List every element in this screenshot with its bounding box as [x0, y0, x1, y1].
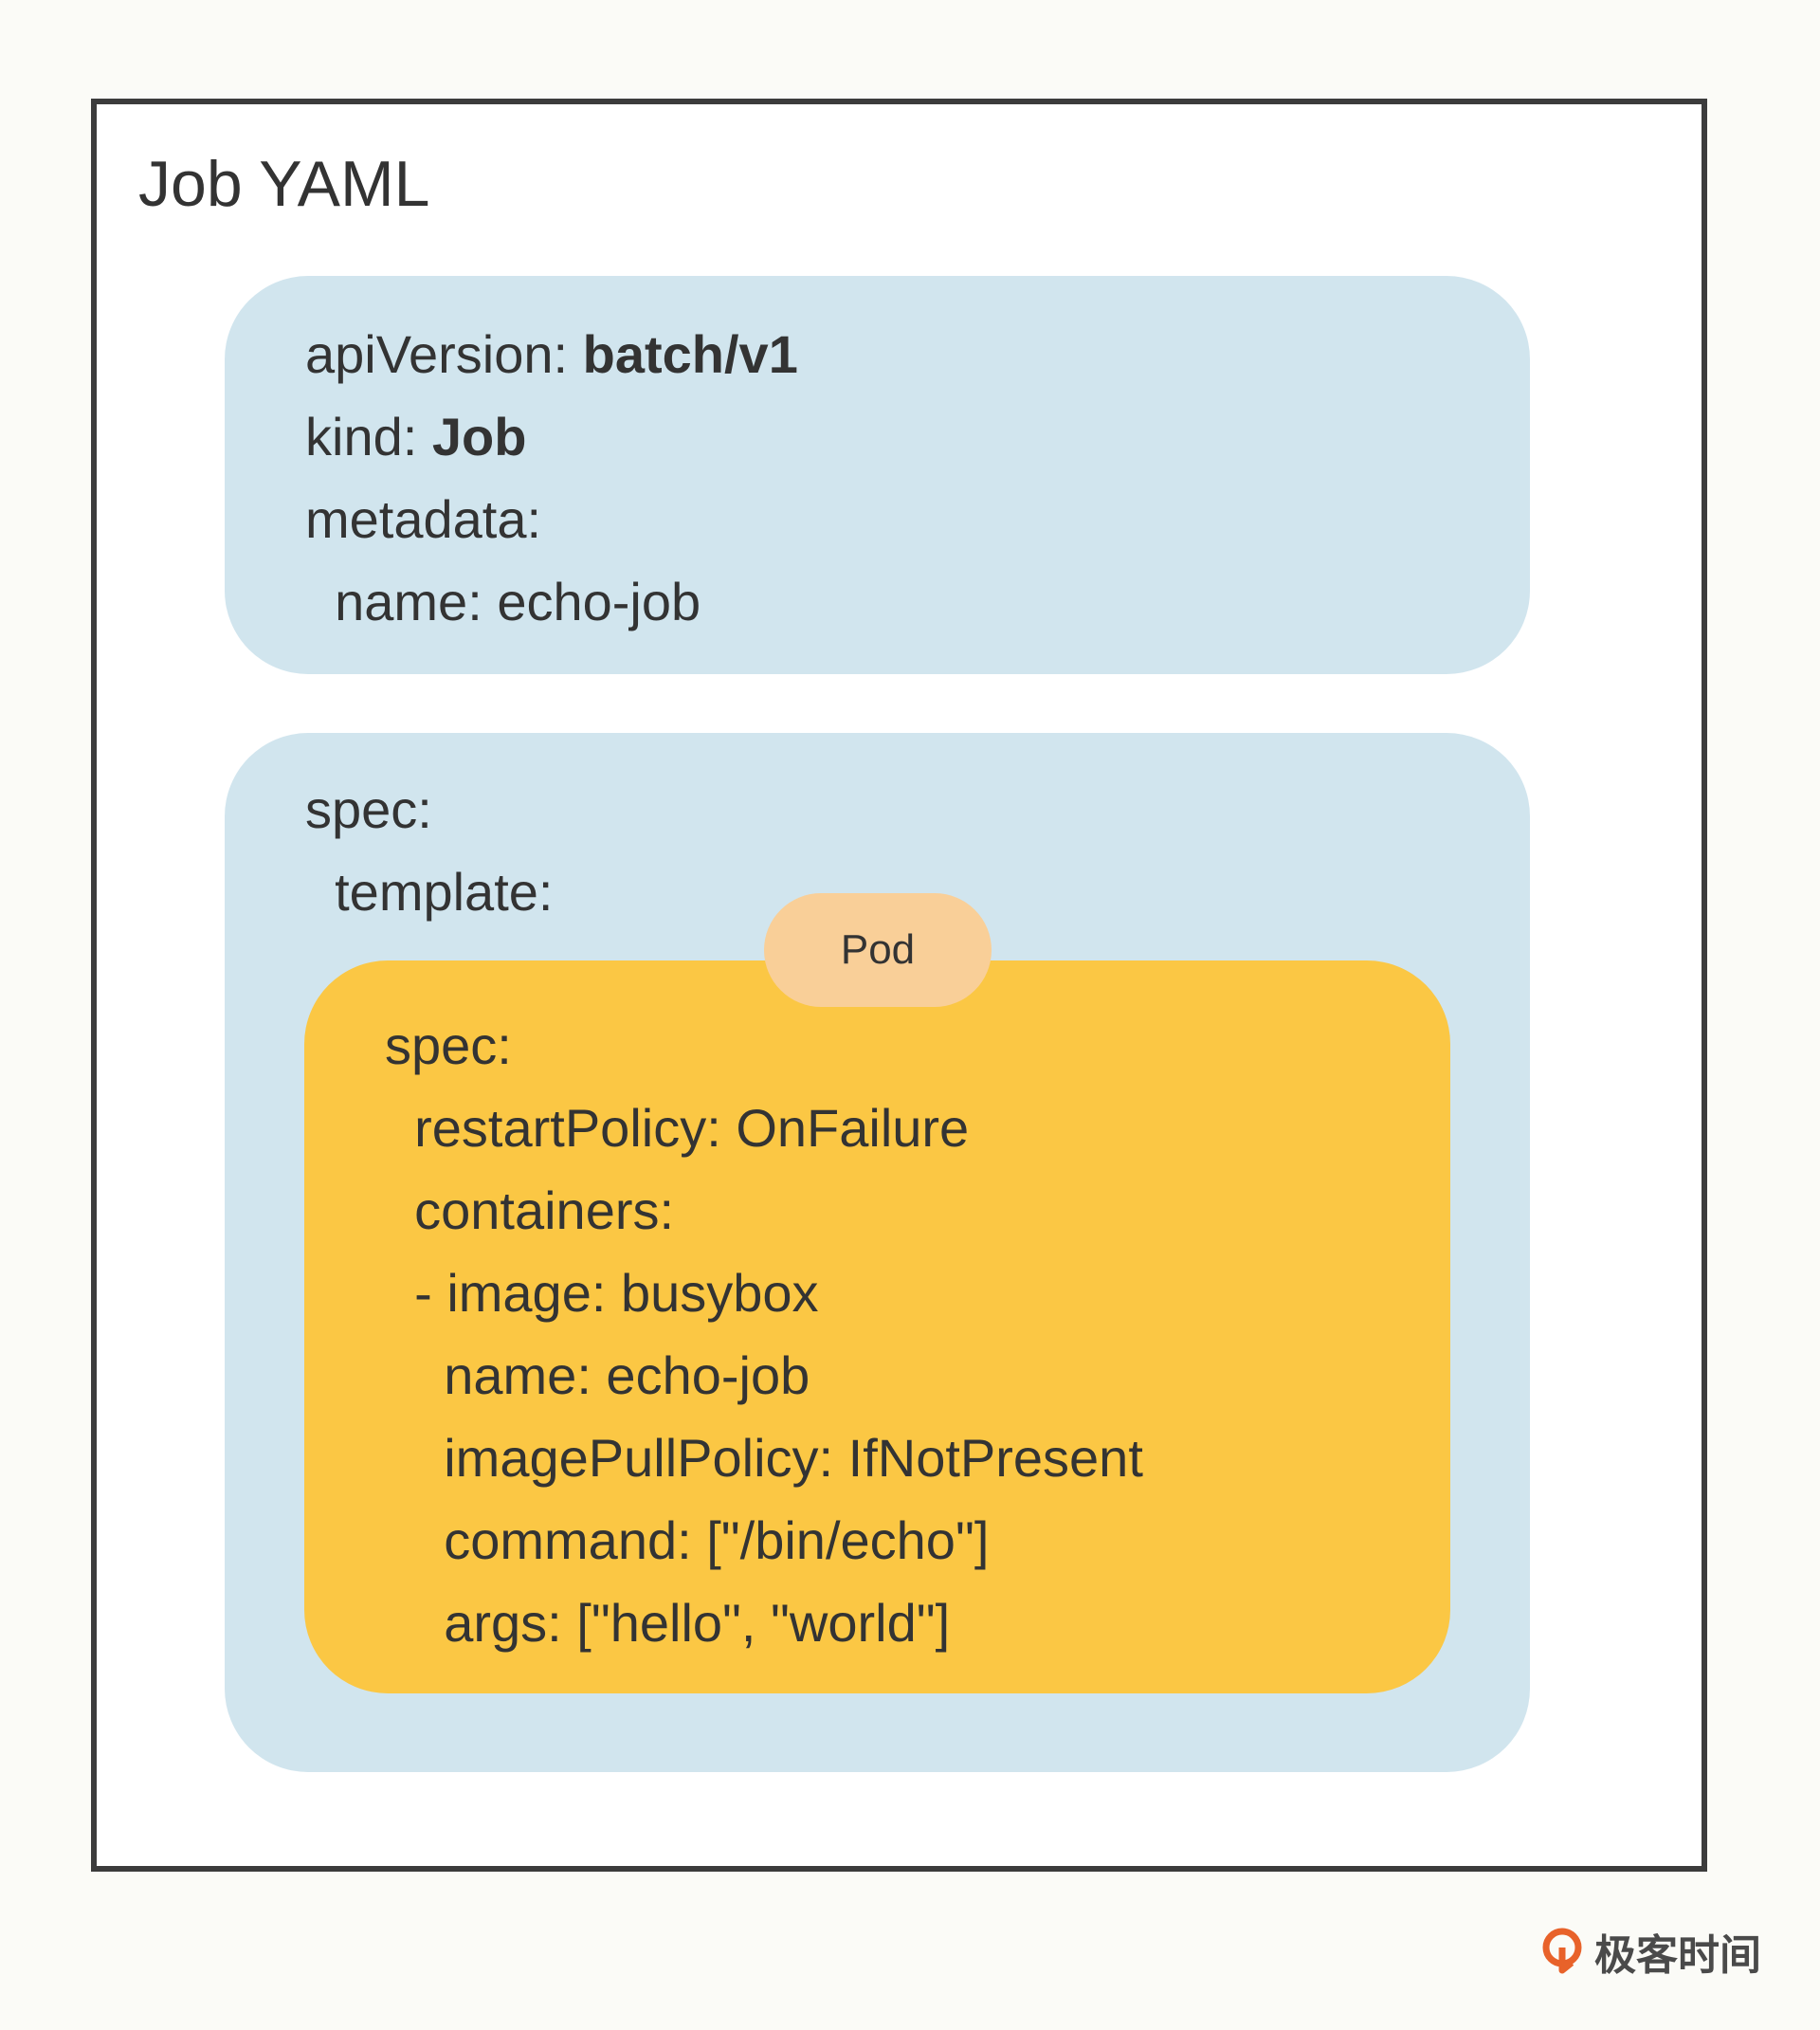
line-metadata-name-value: echo-job	[497, 572, 701, 631]
line-api-version-key: apiVersion:	[305, 324, 569, 384]
pod-line-spec: spec:	[385, 1015, 512, 1075]
frame-title: Job YAML	[138, 148, 430, 220]
geektime-logo-icon	[1542, 1928, 1582, 1974]
brand-watermark: 极客时间	[1539, 1923, 1761, 1980]
line-template: template:	[305, 862, 554, 922]
line-api-version-value: batch/v1	[582, 324, 798, 384]
pod-line-restart-policy: restartPolicy: OnFailure	[385, 1098, 970, 1158]
pod-badge: Pod	[764, 893, 992, 1007]
pod-line-args: args: ["hello", "world"]	[385, 1593, 951, 1653]
pod-line-image-pull-policy: imagePullPolicy: IfNotPresent	[385, 1428, 1143, 1488]
pod-template-block	[304, 960, 1450, 1693]
line-spec: spec:	[305, 779, 432, 839]
line-kind-value: Job	[431, 407, 527, 466]
brand-text: 极客时间	[1594, 1932, 1761, 1979]
line-metadata-key: metadata:	[305, 489, 542, 549]
line-metadata-name-key: name:	[305, 572, 482, 631]
pod-line-image: - image: busybox	[385, 1263, 819, 1323]
pod-line-container-name: name: echo-job	[385, 1345, 810, 1405]
line-kind-key: kind:	[305, 407, 418, 466]
line-metadata: metadata:	[305, 493, 541, 546]
line-api-version: apiVersion: batch/v1	[305, 328, 798, 381]
pod-line-containers: containers:	[385, 1180, 675, 1240]
metadata-block	[225, 276, 1530, 674]
pod-line-command: command: ["/bin/echo"]	[385, 1510, 990, 1570]
line-kind: kind: Job	[305, 411, 526, 464]
line-metadata-name: name: echo-job	[305, 576, 701, 629]
